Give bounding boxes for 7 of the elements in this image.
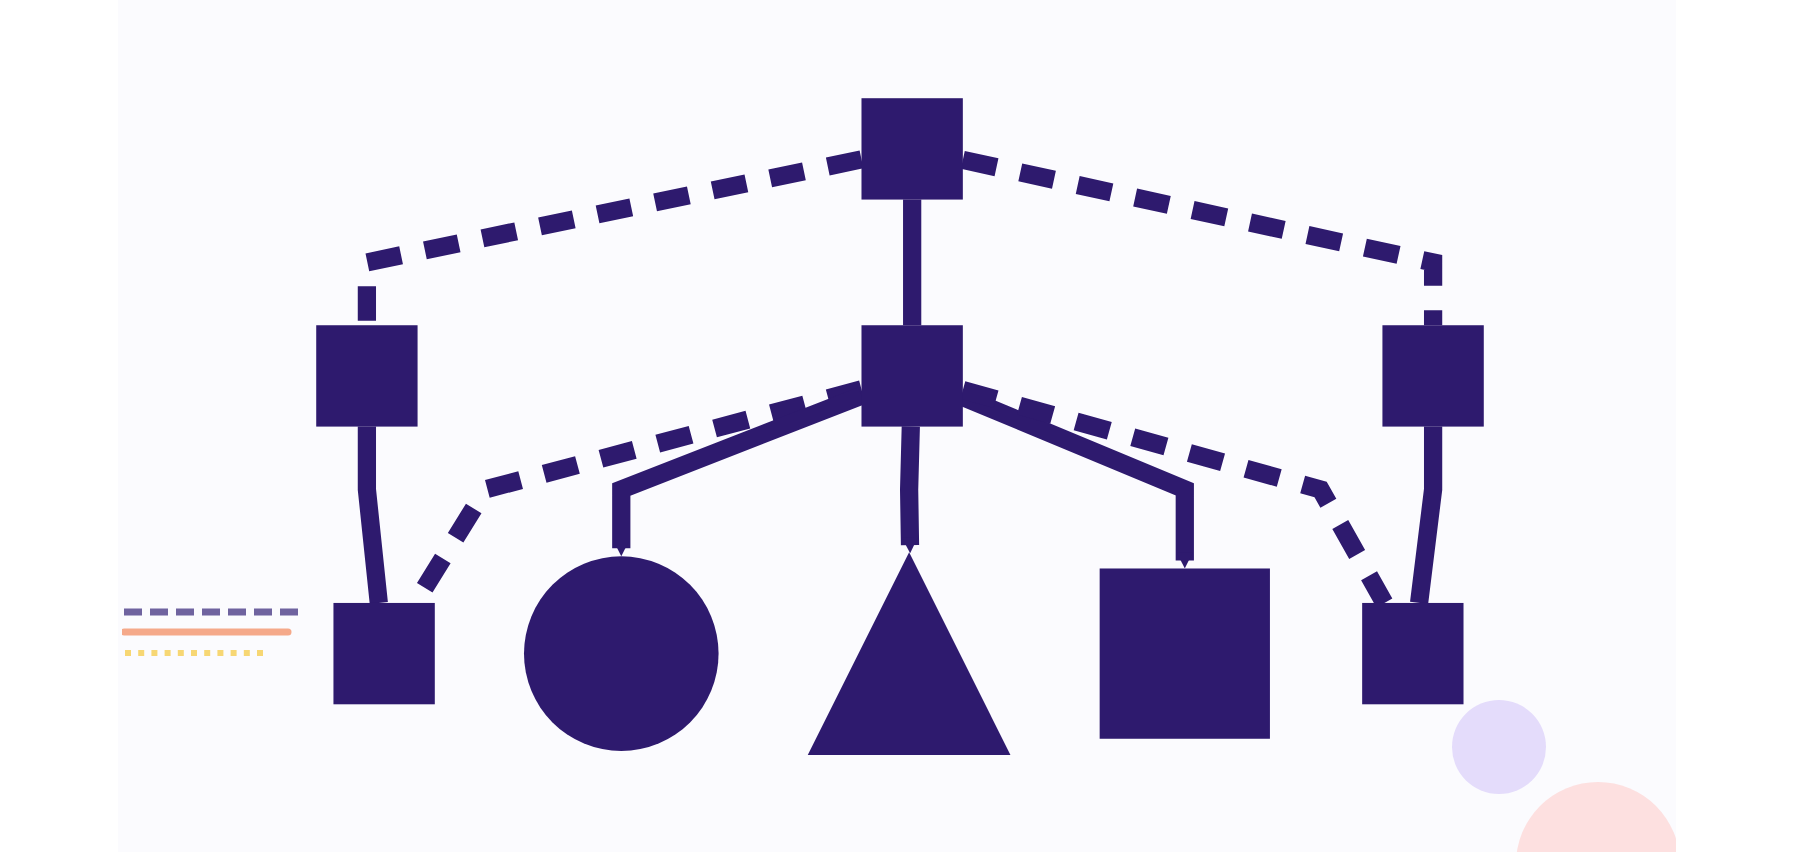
connector [357, 426, 388, 604]
connector [903, 198, 922, 325]
arrow [900, 425, 920, 553]
connector [1410, 426, 1443, 604]
connector [357, 149, 864, 325]
connector [960, 380, 1393, 607]
connector [960, 150, 1443, 325]
